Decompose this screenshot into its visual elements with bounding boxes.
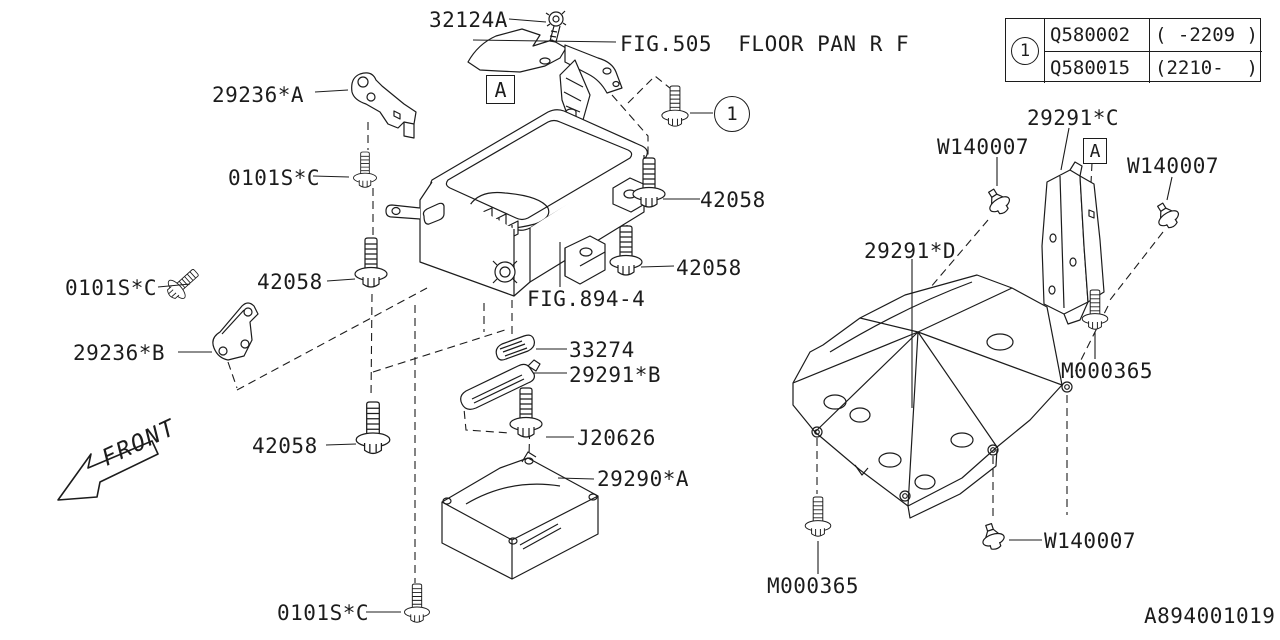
part-label-33274: 33274 [569,338,635,362]
part-label-w140007-1: W140007 [937,135,1030,159]
bracket-29236b [212,302,259,361]
part-legend-table: 1 Q580002 ( -2209 ) Q580015 (2210- ) [1005,18,1262,83]
part-33274 [495,334,535,361]
fig-ref-unit: FIG.894-4 [527,287,646,311]
part-label-0101sc-2: 0101S*C [65,276,158,300]
fig-ref-floor-pan: FIG.505 FLOOR PAN R F [620,32,910,56]
bolt-0101sc-2 [161,263,205,305]
part-label-42058-3: 42058 [700,188,766,212]
part-label-w140007-2: W140007 [1127,154,1220,178]
part-label-29236a: 29236*A [212,83,305,107]
detail-marker-a-1: A [486,75,515,104]
part-label-29291b: 29291*B [569,363,662,387]
legend-part-no-row1: Q580002 [1044,19,1149,51]
pan-29291d [792,274,1073,519]
part-label-29236b: 29236*B [73,341,166,365]
bolt-m000365-2 [804,496,832,537]
drawing-number: A894001019 [1144,604,1276,628]
control-unit-drawing [385,109,649,297]
detail-marker-a-2: A [1083,138,1107,164]
grommet-w140007-1 [981,184,1015,219]
bolt-0101sc-1 [353,151,377,188]
legend-part-no-row2: Q580015 [1044,51,1149,83]
part-label-j20626: J20626 [577,426,656,450]
part-label-32124a: 32124A [429,8,508,32]
bolt-42058-left-upper [354,237,388,288]
bolt-42058-right-lower [609,225,643,276]
grommet-w140007-3 [977,520,1008,553]
part-label-m000365-1: M000365 [1061,359,1154,383]
part-label-29290a: 29290*A [597,467,690,491]
legend-callout-cell: 1 [1006,19,1044,83]
front-arrow [57,440,159,501]
bracket-29291c [1041,161,1105,325]
part-label-w140007-3: W140007 [1044,529,1137,553]
legend-callout-1: 1 [1011,37,1039,65]
legend-range-row2: (2210- ) [1149,51,1262,83]
part-29291b [460,359,541,410]
legend-range-row1: ( -2209 ) [1149,19,1262,51]
part-label-0101sc-1: 0101S*C [228,166,321,190]
part-label-m000365-2: M000365 [767,574,860,598]
part-label-0101sc-3: 0101S*C [277,601,370,625]
part-label-42058-1: 42058 [257,270,323,294]
grommet-w140007-2 [1150,198,1184,233]
bolt-42058-left-lower [355,401,391,455]
bolt-callout-1 [661,85,689,127]
part-label-42058-2: 42058 [252,434,318,458]
bolt-j20626 [509,387,543,438]
cover-29290a [441,451,599,580]
callout-1-marker: 1 [714,96,750,132]
part-label-42058-4: 42058 [676,256,742,280]
part-label-29291c: 29291*C [1027,106,1120,130]
part-label-29291d: 29291*D [864,239,957,263]
leader-lines [157,18,1173,613]
bolt-0101sc-3 [404,583,430,623]
bracket-29236a [351,72,417,139]
